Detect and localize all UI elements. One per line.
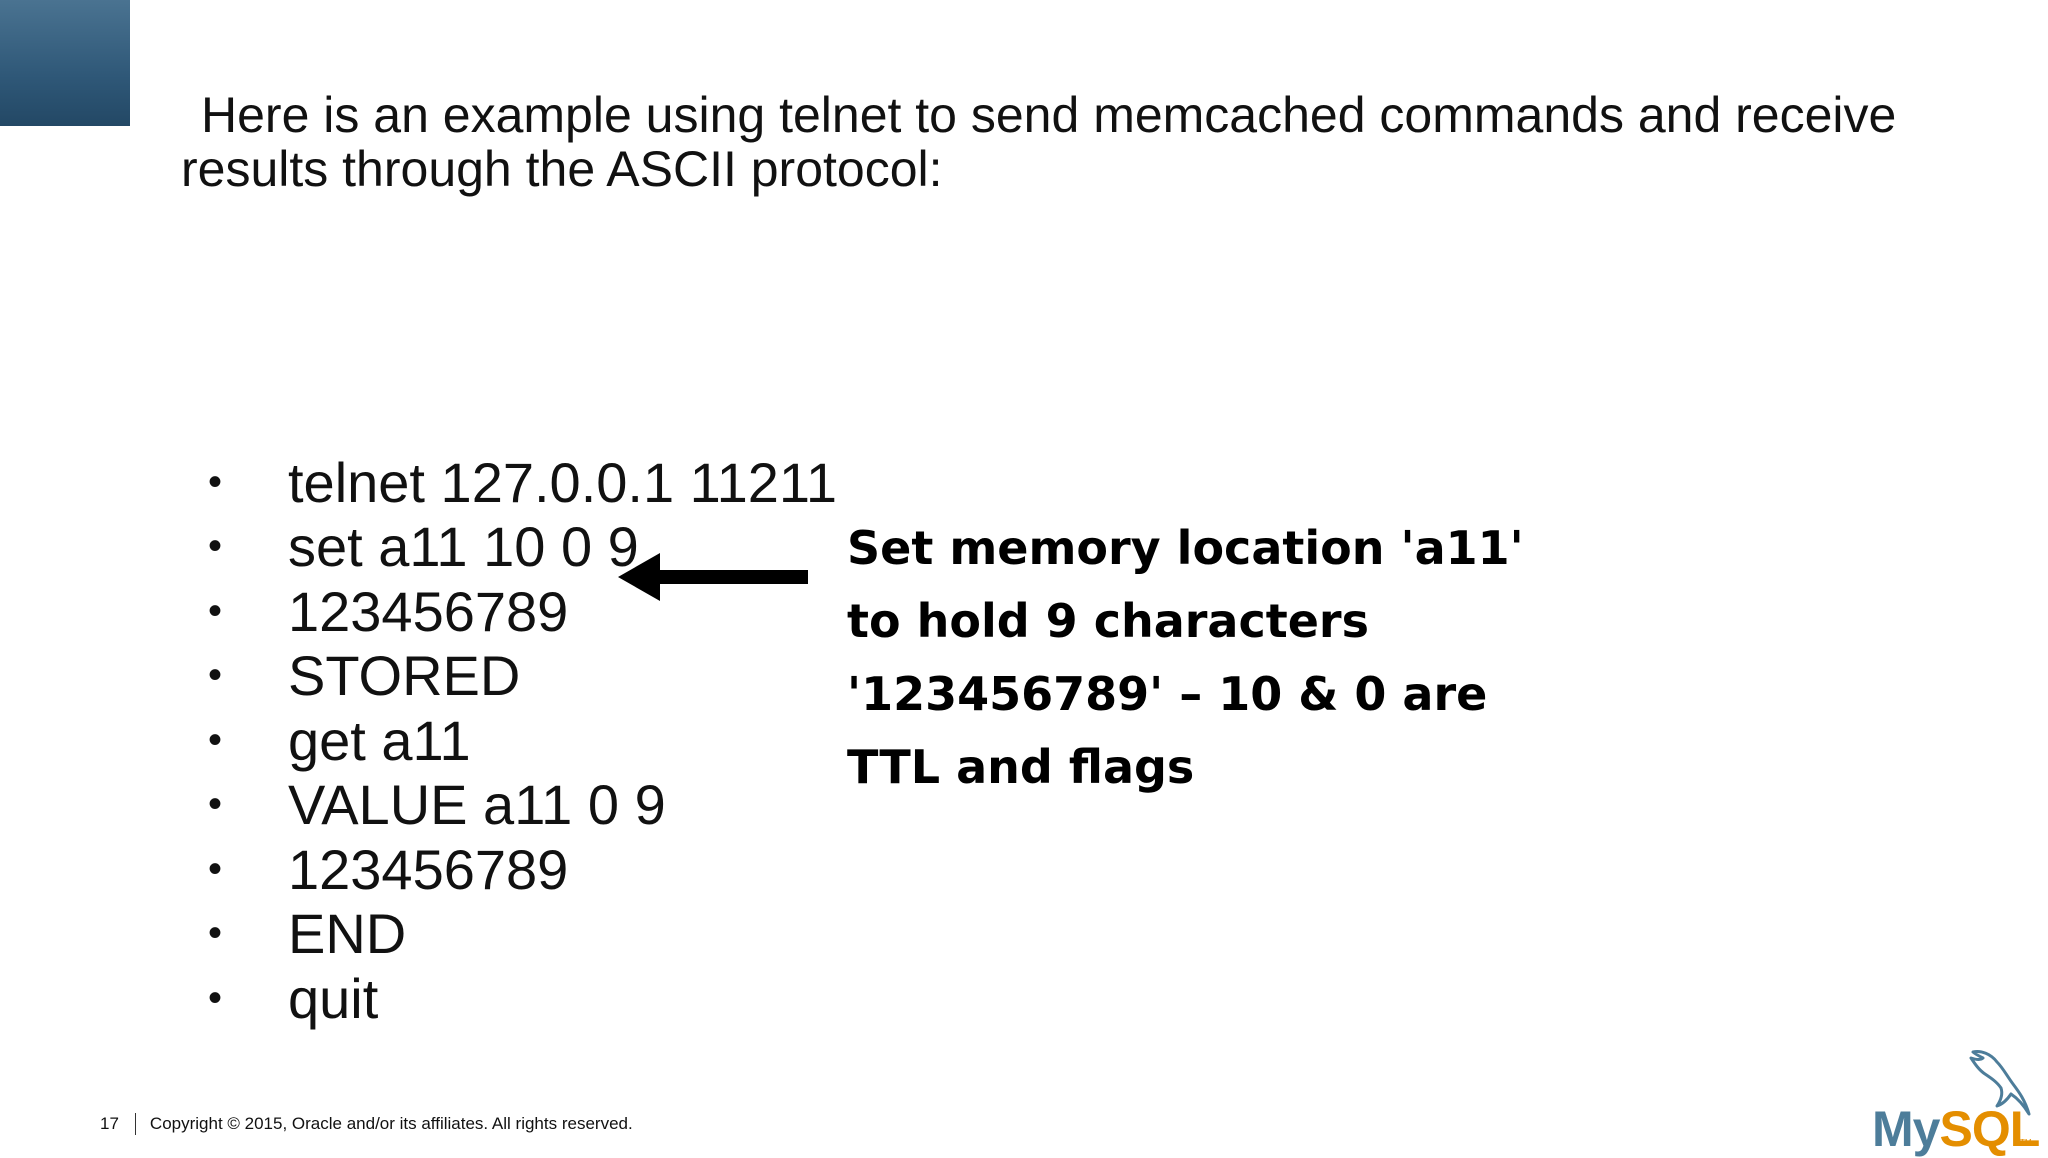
list-item: • set a11 10 0 9 <box>200 515 837 580</box>
command-text: VALUE a11 0 9 <box>288 773 666 837</box>
page-number: 17 <box>100 1114 119 1133</box>
intro-text: Here is an example using telnet to send … <box>181 88 1981 196</box>
command-text: END <box>288 902 407 966</box>
list-item: • 123456789 <box>200 837 837 902</box>
command-list: •telnet 127.0.0.1 11211 •set a11 10 0 9 … <box>200 450 837 1031</box>
annotation-line-3: '123456789' – 10 & 0 are <box>847 667 1488 721</box>
bullet-icon: • <box>208 653 223 698</box>
command-text: get a11 <box>288 708 471 772</box>
bullet-icon: • <box>208 524 223 569</box>
list-item: • END <box>200 902 837 967</box>
logo-sql: SQL <box>1939 1101 2040 1157</box>
footer-divider <box>134 1113 136 1135</box>
bullet-icon: • <box>208 782 223 827</box>
annotation-line-4: TTL and flags <box>847 740 1195 794</box>
bullet-icon: • <box>208 459 223 504</box>
command-text: 123456789 <box>288 579 569 643</box>
logo-my: My <box>1872 1101 1940 1157</box>
command-text: set a11 10 0 9 <box>288 515 639 579</box>
dolphin-icon <box>1969 1050 2031 1116</box>
bullet-icon: • <box>208 846 223 891</box>
mysql-logo: MySQL TM <box>1872 1048 2040 1157</box>
bullet-icon: • <box>208 975 223 1020</box>
intro-line-1: Here is an example using telnet to send … <box>201 87 1897 143</box>
annotation-line-2: to hold 9 characters <box>847 594 1369 648</box>
logo-trademark: TM <box>2020 1138 2032 1147</box>
annotation-text: Set memory location 'a11' to hold 9 char… <box>847 512 1524 804</box>
command-text: STORED <box>288 644 521 708</box>
list-item: • STORED <box>200 644 837 709</box>
bullet-icon: • <box>208 911 223 956</box>
list-item: • quit <box>200 966 837 1031</box>
list-item: • VALUE a11 0 9 <box>200 773 837 838</box>
command-text: telnet 127.0.0.1 11211 <box>288 450 838 514</box>
command-text: quit <box>288 966 379 1030</box>
list-item: • telnet 127.0.0.1 11211 <box>200 450 837 515</box>
left-arrow-icon <box>618 553 808 601</box>
footer: 17 Copyright © 2015, Oracle and/or its a… <box>100 1113 633 1135</box>
logo-wordmark: MySQL <box>1872 1100 2040 1158</box>
bullet-icon: • <box>208 588 223 633</box>
annotation-line-1: Set memory location 'a11' <box>847 521 1524 575</box>
corner-decoration <box>0 0 130 126</box>
intro-line-2: results through the ASCII protocol: <box>181 141 943 197</box>
copyright-text: Copyright © 2015, Oracle and/or its affi… <box>149 1114 633 1133</box>
list-item: • 123456789 <box>200 579 837 644</box>
bullet-icon: • <box>208 717 223 762</box>
list-item: • get a11 <box>200 708 837 773</box>
command-text: 123456789 <box>288 837 569 901</box>
